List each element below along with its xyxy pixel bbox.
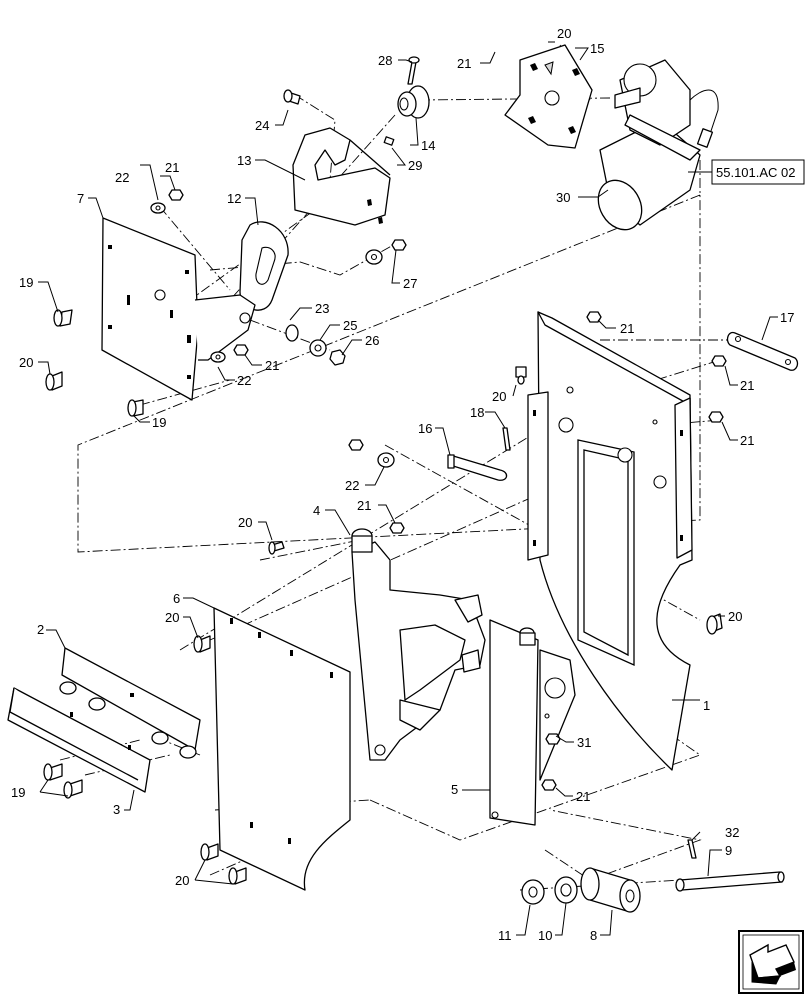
callout-32: 32: [725, 825, 739, 840]
leader-lines: [38, 41, 778, 936]
callout-21-b: 21: [165, 160, 179, 175]
callout-20-b: 20: [19, 355, 33, 370]
callout-22-b: 22: [237, 373, 251, 388]
callout-20-d: 20: [238, 515, 252, 530]
reference-box[interactable]: [711, 159, 805, 185]
callout-31: 31: [577, 735, 591, 750]
part-7-plate: [101, 217, 256, 401]
callout-1: 1: [703, 698, 710, 713]
callout-21-a: 21: [457, 56, 471, 71]
callout-18: 18: [470, 405, 484, 420]
part-13-bracket: [292, 127, 391, 226]
callout-19-c: 19: [11, 785, 25, 800]
part-5-plate: [489, 619, 576, 826]
callout-22-a: 22: [115, 170, 129, 185]
small-hardware-upper-left: [45, 189, 407, 417]
callout-21-h: 21: [576, 789, 590, 804]
callout-21-c: 21: [265, 358, 279, 373]
callout-19-a: 19: [19, 275, 33, 290]
part-32-pin: [687, 839, 697, 859]
callout-21-g: 21: [357, 498, 371, 513]
callout-3: 3: [113, 802, 120, 817]
part-28-screw: [407, 56, 420, 85]
callout-4: 4: [313, 503, 320, 518]
callout-5: 5: [451, 782, 458, 797]
part-18-cotter-pin: [502, 427, 511, 451]
small-hardware-middle: [268, 439, 405, 555]
callout-12: 12: [227, 191, 241, 206]
callout-11: 11: [498, 928, 512, 943]
part-1-large-plate: [527, 311, 693, 771]
callout-28: 28: [378, 53, 392, 68]
callout-8: 8: [590, 928, 597, 943]
part-9-shaft: [675, 871, 785, 892]
callout-29: 29: [408, 158, 422, 173]
reference-link[interactable]: 55.101.AC 02: [711, 159, 805, 185]
callout-19-b: 19: [152, 415, 166, 430]
callout-2: 2: [37, 622, 44, 637]
callout-25: 25: [343, 318, 357, 333]
callout-20-a: 20: [557, 26, 571, 41]
part-6-plate: [213, 607, 351, 891]
callout-20-c: 20: [492, 389, 506, 404]
part-11-washer: [521, 879, 545, 905]
part-2-hinge: [59, 647, 201, 759]
small-hardware-right: [515, 311, 727, 635]
callout-6: 6: [173, 591, 180, 606]
part-14-bushing: [397, 85, 430, 119]
callout-16: 16: [418, 421, 432, 436]
callout-24: 24: [255, 118, 269, 133]
callout-7: 7: [77, 191, 84, 206]
part-29-pin: [383, 136, 395, 146]
part-17-link-bar: [726, 331, 799, 371]
part-12-slotted-plate: [239, 221, 289, 311]
callout-20-e: 20: [165, 610, 179, 625]
callout-20-f: 20: [728, 609, 742, 624]
callout-labels: 1 2 3 4 5 6 7 8 9 10 11 12 13 14 15 16 1…: [11, 26, 794, 943]
part-4-arm: [351, 528, 486, 761]
callout-20-g: 20: [175, 873, 189, 888]
callout-10: 10: [538, 928, 552, 943]
part-15-motor-mount-plate: [504, 44, 593, 149]
callout-14: 14: [421, 138, 435, 153]
callout-13: 13: [237, 153, 251, 168]
callout-21-d: 21: [620, 321, 634, 336]
callout-21-f: 21: [740, 433, 754, 448]
callout-23: 23: [315, 301, 329, 316]
callout-15: 15: [590, 41, 604, 56]
part-8-roller: [580, 867, 641, 913]
callout-30: 30: [556, 190, 570, 205]
part-24-bolt: [283, 89, 301, 105]
part-3-hinge: [7, 687, 151, 793]
callout-9: 9: [725, 843, 732, 858]
part-16-pin: [447, 454, 508, 481]
callout-17: 17: [780, 310, 794, 325]
callout-21-e: 21: [740, 378, 754, 393]
reference-label: 55.101.AC 02: [716, 165, 796, 180]
callout-26: 26: [365, 333, 379, 348]
next-page-arrow-icon[interactable]: [738, 930, 804, 994]
part-10-bushing: [554, 876, 578, 904]
callout-27: 27: [403, 276, 417, 291]
callout-22-c: 22: [345, 478, 359, 493]
small-hardware-lower-left: [43, 635, 247, 885]
part-30-wiper-motor: [597, 59, 719, 231]
